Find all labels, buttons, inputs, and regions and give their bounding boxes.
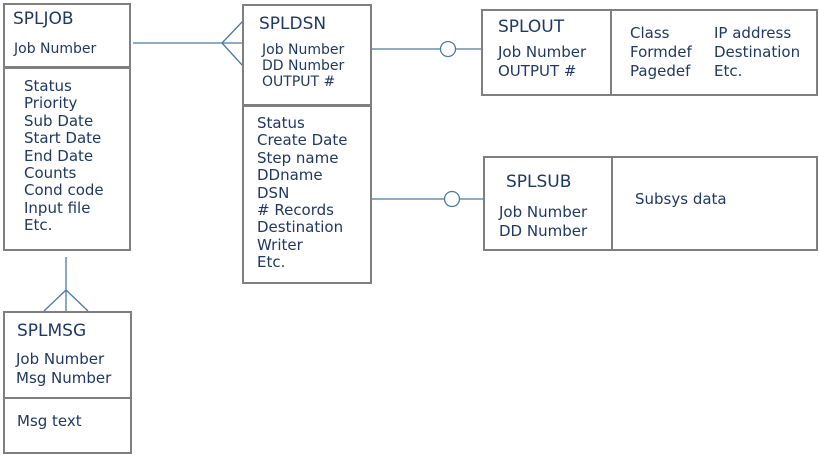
- splsub-keys: Job Number DD Number: [499, 203, 587, 241]
- spljob-key-box: SPLJOB Job Number: [3, 3, 131, 68]
- splmsg-title: SPLMSG: [17, 321, 87, 341]
- spldsn-key: OUTPUT #: [262, 74, 336, 90]
- splsub-attributes: Subsys data: [635, 190, 727, 208]
- spljob-attr: Priority: [24, 94, 78, 113]
- rel-spljob-splmsg: [43, 257, 89, 312]
- spljob-attr: Cond code: [24, 181, 104, 200]
- spldsn-title: SPLDSN: [259, 14, 327, 34]
- spldsn-key: DD Number: [262, 58, 345, 74]
- spljob-attr: End Date: [24, 146, 94, 165]
- spldsn-attr: Writer: [257, 235, 303, 254]
- splout-title: SPLOUT: [498, 17, 565, 37]
- splout-attr: Etc.: [714, 62, 743, 80]
- splmsg-attributes: Msg text: [17, 412, 82, 430]
- splout-attr: Destination: [714, 43, 801, 61]
- spldsn-attr: DDname: [257, 166, 323, 185]
- splsub-key: DD Number: [499, 222, 588, 240]
- rel-spldsn-splsub: [372, 190, 484, 208]
- spljob-attr: Sub Date: [24, 111, 94, 130]
- spljob-attr: Counts: [24, 164, 77, 183]
- splsub-key: Job Number: [499, 203, 588, 221]
- spldsn-attr: Step name: [257, 148, 339, 167]
- splmsg-key-box: SPLMSG Job Number Msg Number: [3, 311, 132, 399]
- splsub-title: SPLSUB: [506, 172, 572, 192]
- splout-attributes-col2: IP address Destination Etc.: [714, 24, 800, 81]
- spldsn-attr-box: Status Create Date Step name DDname DSN …: [242, 105, 372, 284]
- spljob-keys: Job Number: [14, 41, 96, 58]
- spljob-attr-box: Status Priority Sub Date Start Date End …: [3, 67, 131, 251]
- spljob-attributes: Status Priority Sub Date Start Date End …: [24, 77, 104, 235]
- spljob-key: Job Number: [14, 41, 97, 57]
- splout-keys: Job Number OUTPUT #: [498, 43, 586, 81]
- spldsn-attr: Create Date: [257, 131, 348, 150]
- splmsg-key: Job Number: [16, 350, 105, 368]
- spljob-attr: Start Date: [24, 129, 102, 148]
- splmsg-key: Msg Number: [16, 369, 112, 387]
- splmsg-keys: Job Number Msg Number: [16, 350, 111, 388]
- spljob-attr: Etc.: [24, 216, 53, 235]
- splsub-attr-box: Subsys data: [611, 156, 818, 251]
- splout-attr: IP address: [714, 24, 792, 42]
- spldsn-attr: Destination: [257, 218, 344, 237]
- spljob-attr: Input file: [24, 198, 91, 217]
- splout-attributes-col1: Class Formdef Pagedef: [630, 24, 692, 81]
- splsub-attr: Subsys data: [635, 190, 727, 208]
- spldsn-key: Job Number: [262, 42, 345, 58]
- splmsg-attr-box: Msg text: [3, 397, 132, 454]
- spldsn-attributes: Status Create Date Step name DDname DSN …: [257, 114, 348, 272]
- spldsn-attr: DSN: [257, 183, 290, 202]
- spldsn-attr: # Records: [257, 201, 334, 220]
- splout-key: OUTPUT #: [498, 62, 577, 80]
- spldsn-attr: Status: [257, 114, 305, 132]
- spljob-title: SPLJOB: [13, 9, 74, 29]
- splsub-key-box: SPLSUB Job Number DD Number: [483, 156, 613, 251]
- rel-spldsn-splout: [372, 40, 482, 58]
- rel-spljob-spldsn: [133, 20, 244, 67]
- spldsn-key-box: SPLDSN Job Number DD Number OUTPUT #: [242, 4, 372, 106]
- splout-attr: Pagedef: [630, 62, 691, 80]
- spldsn-keys: Job Number DD Number OUTPUT #: [262, 42, 344, 90]
- splout-attr: Formdef: [630, 43, 692, 61]
- splout-key: Job Number: [498, 43, 587, 61]
- spldsn-attr: Etc.: [257, 253, 286, 272]
- splmsg-attr: Msg text: [17, 412, 82, 430]
- spljob-attr: Status: [24, 77, 72, 95]
- splout-attr-box: Class Formdef Pagedef IP address Destina…: [610, 9, 818, 96]
- splout-key-box: SPLOUT Job Number OUTPUT #: [481, 9, 612, 96]
- splout-attr: Class: [630, 24, 670, 42]
